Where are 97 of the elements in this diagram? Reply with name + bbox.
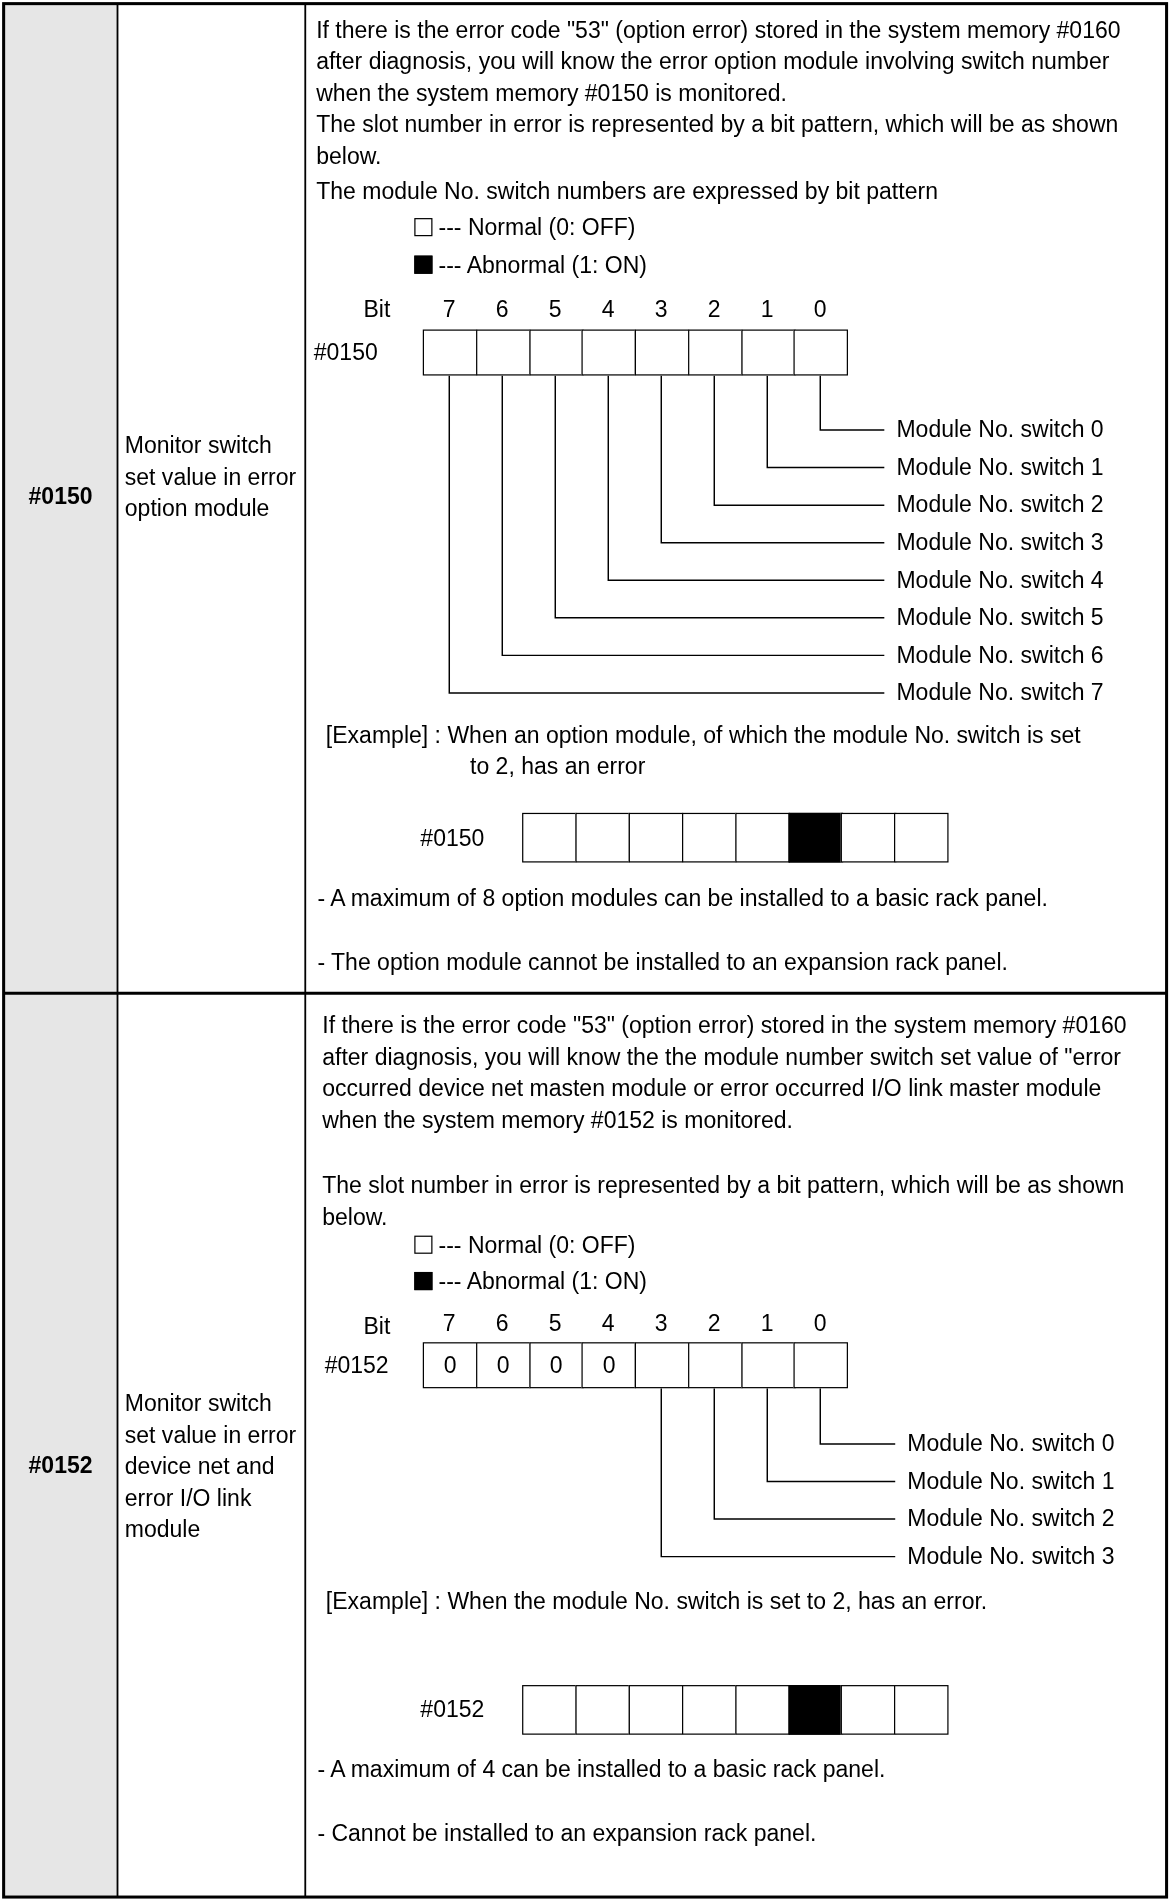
bit-cell: 0: [581, 1342, 637, 1389]
bit-cell: [740, 1342, 796, 1389]
switch-label: Module No. switch 6: [896, 639, 1157, 672]
leader-line: [501, 374, 886, 657]
bit-cell: [581, 329, 637, 376]
note-text: - Cannot be installed to an expansion rack panel.: [317, 1819, 818, 1849]
bit-cell: 0: [528, 1342, 584, 1389]
switch-label: Module No. switch 2: [907, 1503, 1162, 1535]
bit-cell: [681, 812, 737, 863]
paragraph-text: The slot number in error is represented by a bit pattern, which will be as shown below.: [322, 1171, 1126, 1232]
bit-cell: [687, 329, 743, 376]
leader-line: [448, 374, 886, 694]
bit-number: 0: [812, 1309, 828, 1339]
bit-cell: [575, 812, 630, 863]
bit-cell: [528, 329, 584, 376]
register-label: #0150: [420, 823, 486, 853]
bit-cell: [894, 812, 950, 863]
bit-cell: [841, 1685, 896, 1735]
bit-cell: [522, 812, 577, 863]
bit-heading: Bit: [363, 295, 392, 325]
bit-cell: [793, 329, 849, 376]
leader-line: [819, 1387, 896, 1445]
bit-number: 0: [812, 295, 828, 325]
bit-cell: [422, 329, 478, 376]
bit-cell: [740, 329, 796, 376]
register-label: #0152: [324, 1350, 390, 1380]
register-label: #0152: [420, 1694, 486, 1724]
leader-line: [766, 1387, 896, 1483]
address-label: #0150: [27, 482, 94, 511]
switch-label: Module No. switch 1: [896, 451, 1157, 484]
switch-label: Module No. switch 0: [896, 414, 1157, 446]
bit-number: 6: [494, 1309, 510, 1339]
switch-label: Module No. switch 0: [907, 1428, 1162, 1460]
bit-cell: [894, 1685, 950, 1735]
bit-cell: [634, 1342, 690, 1389]
bit-cell: [628, 1685, 684, 1735]
bit-number: 4: [600, 295, 616, 325]
switch-label: Module No. switch 4: [896, 564, 1157, 596]
bit-cell: [788, 812, 843, 863]
bit-number: 7: [441, 295, 457, 325]
note-text: - A maximum of 4 can be installed to a basic rack panel.: [317, 1755, 887, 1784]
bit-cell: [793, 1342, 849, 1389]
bit-cell: [522, 1685, 577, 1735]
leader-line: [713, 1387, 896, 1520]
register-label: #0150: [313, 338, 379, 367]
legend-label: --- Normal (0: OFF): [438, 213, 636, 242]
switch-label: Module No. switch 2: [896, 489, 1157, 521]
leader-line: [819, 374, 886, 431]
paragraph-text: The slot number in error is represented by a bit pattern, which will be as shown below.: [316, 110, 1120, 171]
bit-number: 4: [600, 1309, 616, 1339]
legend-label: --- Normal (0: OFF): [438, 1231, 636, 1260]
leader-line: [607, 374, 886, 581]
switch-label: Module No. switch 1: [907, 1465, 1162, 1498]
bit-cell: [575, 1685, 630, 1735]
bit-number: 6: [494, 295, 510, 325]
paragraph-text: The module No. switch numbers are expressed by bit pattern: [316, 177, 939, 206]
leader-line: [660, 374, 886, 544]
leader-line: [660, 1387, 896, 1558]
paragraph-text: If there is the error code "53" (option error) stored in the system memory #0160 after diagnosis, you will know the the module number switch set value of "error occurred device net masten module or error occurred I/O link master module when the system memory #0152 is monitored.: [322, 1011, 1128, 1135]
bit-cell: [841, 812, 896, 863]
bit-cell: [475, 329, 531, 376]
bit-cell: [788, 1685, 843, 1735]
legend-label: --- Abnormal (1: ON): [438, 1267, 647, 1296]
bit-number: 3: [653, 295, 669, 325]
switch-label: Module No. switch 7: [896, 677, 1157, 709]
legend-label: --- Abnormal (1: ON): [438, 250, 647, 280]
bit-cell: [681, 1685, 737, 1735]
example-text: [Example] : When the module No. switch is set to 2, has an error.: [325, 1587, 989, 1616]
bit-cell: [734, 812, 790, 863]
bit-number: 1: [759, 295, 775, 325]
leader-line: [713, 374, 886, 506]
bit-number: 2: [706, 1309, 722, 1339]
example-text: [Example] : When an option module, of which the module No. switch is set to 2, has an error: [325, 721, 1082, 781]
bit-heading: Bit: [363, 1312, 392, 1341]
paragraph-text: If there is the error code "53" (option error) stored in the system memory #0160 after diagnosis, you will know the error option module involving switch number when the system memory #0150 is monitored.: [316, 15, 1122, 108]
description-text: Monitor switch set value in error device net and error I/O link module: [124, 1389, 298, 1545]
bit-cell: 0: [475, 1342, 531, 1389]
note-text: - The option module cannot be installed to an expansion rack panel.: [317, 948, 1009, 978]
bit-number: 3: [653, 1309, 669, 1339]
leader-line: [766, 374, 886, 469]
bit-number: 1: [759, 1309, 775, 1339]
description-text: Monitor switch set value in error option module: [124, 431, 298, 523]
bit-cell: [734, 1685, 790, 1735]
bit-cell: [634, 329, 690, 376]
leader-line: [554, 374, 886, 619]
switch-label: Module No. switch 3: [907, 1540, 1162, 1573]
switch-label: Module No. switch 5: [896, 602, 1157, 634]
switch-label: Module No. switch 3: [896, 526, 1157, 559]
address-label: #0152: [27, 1451, 94, 1480]
bit-cell: [687, 1342, 743, 1389]
note-text: - A maximum of 8 option modules can be installed to a basic rack panel.: [317, 884, 1049, 913]
bit-number: 7: [441, 1309, 457, 1339]
bit-number: 2: [706, 295, 722, 325]
bit-number: 5: [547, 295, 563, 325]
bit-number: 5: [547, 1309, 563, 1339]
bit-cell: 0: [422, 1342, 478, 1389]
bit-cell: [628, 812, 684, 863]
